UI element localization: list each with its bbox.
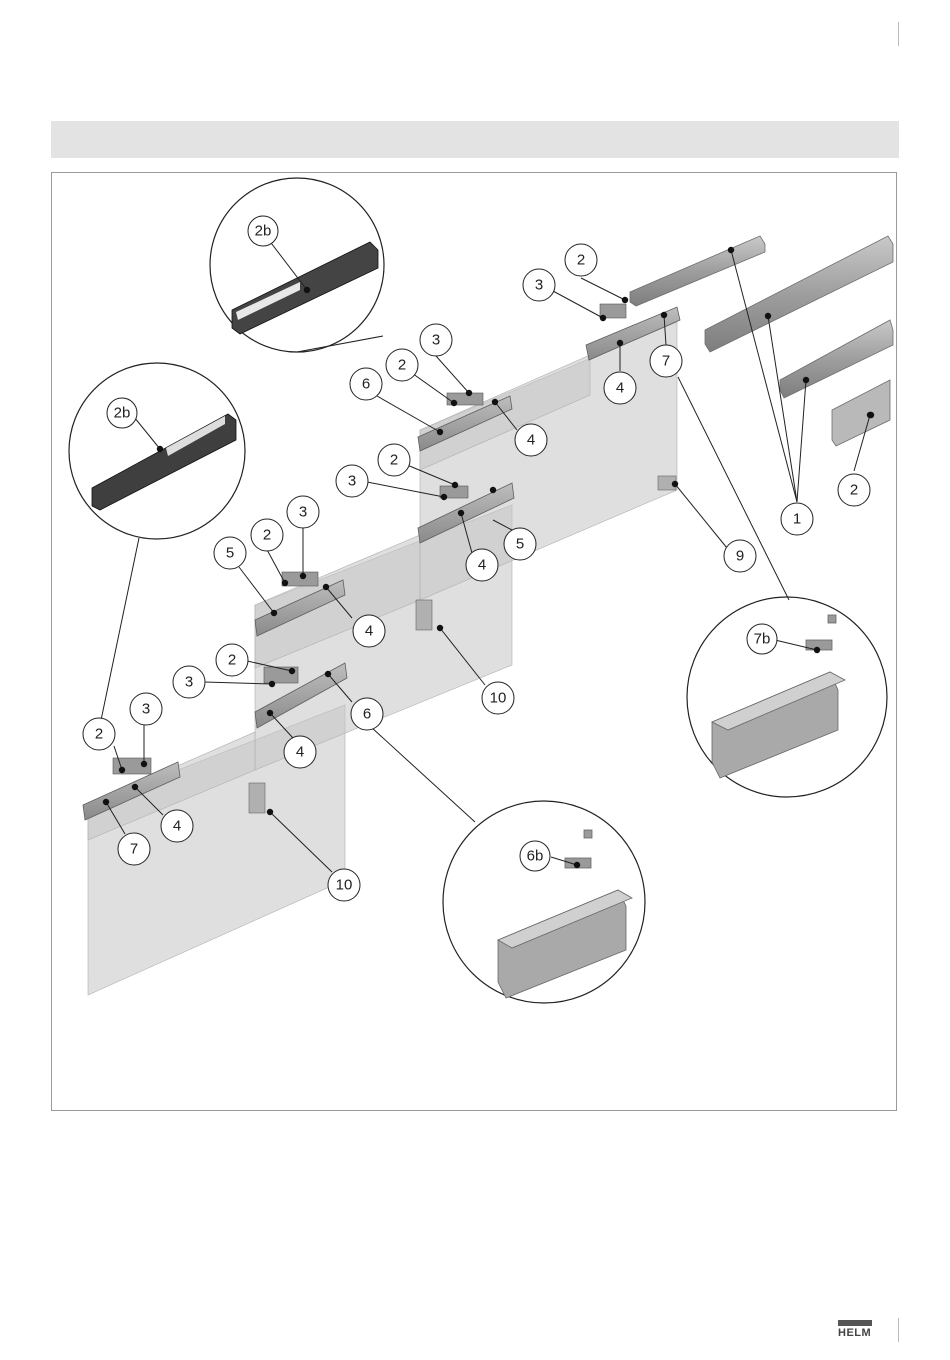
footer-divider bbox=[898, 1318, 899, 1342]
svg-text:2: 2 bbox=[390, 452, 398, 469]
floor-guide-10a bbox=[416, 600, 432, 630]
callout-2-rail: 2 bbox=[838, 474, 870, 506]
logo-text: HELM bbox=[838, 1327, 871, 1339]
svg-text:2: 2 bbox=[263, 527, 271, 544]
callout-3-d4: 3 bbox=[173, 666, 205, 698]
cover-profile bbox=[832, 380, 890, 446]
callout-2-top: 2 bbox=[565, 244, 597, 276]
callout-5-b: 5 bbox=[214, 537, 246, 569]
callout-7-a: 7 bbox=[650, 345, 682, 377]
svg-text:7: 7 bbox=[662, 353, 670, 370]
svg-text:3: 3 bbox=[348, 473, 356, 490]
callout-3-d5: 3 bbox=[130, 693, 162, 725]
svg-text:6: 6 bbox=[362, 376, 370, 393]
callout-2-d5: 2 bbox=[83, 718, 115, 750]
svg-text:9: 9 bbox=[736, 548, 744, 565]
callout-10-a: 10 bbox=[482, 682, 514, 714]
callout-4-d3: 4 bbox=[353, 615, 385, 647]
callout-4-d2: 4 bbox=[466, 549, 498, 581]
svg-text:2: 2 bbox=[577, 252, 585, 269]
svg-text:6: 6 bbox=[363, 706, 371, 723]
callout-2-d3: 2 bbox=[251, 519, 283, 551]
callout-2-d2: 2 bbox=[378, 444, 410, 476]
callout-6b: 6b bbox=[520, 841, 550, 871]
svg-text:2: 2 bbox=[398, 357, 406, 374]
svg-text:2: 2 bbox=[95, 726, 103, 743]
svg-text:3: 3 bbox=[299, 504, 307, 521]
callout-3-d2: 3 bbox=[336, 465, 368, 497]
callout-4-top: 4 bbox=[604, 372, 636, 404]
callout-7b: 7b bbox=[747, 624, 777, 654]
callout-6-a: 6 bbox=[350, 368, 382, 400]
floor-guide-10b bbox=[249, 783, 265, 813]
svg-text:4: 4 bbox=[365, 623, 373, 640]
rail-1 bbox=[630, 236, 765, 306]
svg-text:2b: 2b bbox=[255, 223, 272, 240]
svg-text:4: 4 bbox=[296, 744, 304, 761]
svg-text:2: 2 bbox=[850, 482, 858, 499]
callout-2b-top: 2b bbox=[248, 216, 278, 246]
callout-2b-left: 2b bbox=[107, 398, 137, 428]
callout-4-d5: 4 bbox=[161, 810, 193, 842]
svg-text:5: 5 bbox=[226, 545, 234, 562]
svg-text:5: 5 bbox=[516, 536, 524, 553]
svg-text:2b: 2b bbox=[114, 405, 131, 422]
svg-text:3: 3 bbox=[432, 332, 440, 349]
svg-text:3: 3 bbox=[142, 701, 150, 718]
svg-text:4: 4 bbox=[527, 432, 535, 449]
svg-text:3: 3 bbox=[535, 277, 543, 294]
svg-text:10: 10 bbox=[490, 690, 507, 707]
svg-text:7: 7 bbox=[130, 841, 138, 858]
detail-circle-2b-left bbox=[69, 363, 245, 539]
callout-10-b: 10 bbox=[328, 869, 360, 901]
svg-text:3: 3 bbox=[185, 674, 193, 691]
svg-text:4: 4 bbox=[173, 818, 181, 835]
callout-2-d4: 2 bbox=[216, 644, 248, 676]
svg-text:2: 2 bbox=[228, 652, 236, 669]
brand-logo: HELM bbox=[838, 1320, 878, 1342]
svg-text:6b: 6b bbox=[527, 848, 544, 865]
callout-2-d1: 2 bbox=[386, 349, 418, 381]
svg-text:7b: 7b bbox=[754, 631, 771, 648]
callout-7-b: 7 bbox=[118, 833, 150, 865]
svg-text:4: 4 bbox=[616, 380, 624, 397]
callout-4-d4: 4 bbox=[284, 736, 316, 768]
callout-9: 9 bbox=[724, 540, 756, 572]
callout-5-a: 5 bbox=[504, 528, 536, 560]
rail-3 bbox=[780, 320, 893, 398]
callout-4-d1: 4 bbox=[515, 424, 547, 456]
glass-panel-3 bbox=[420, 322, 677, 600]
svg-text:1: 1 bbox=[793, 511, 801, 528]
callout-1: 1 bbox=[781, 503, 813, 535]
callout-3-top: 3 bbox=[523, 269, 555, 301]
logo-bar bbox=[838, 1320, 872, 1326]
callout-3-d1: 3 bbox=[420, 324, 452, 356]
callout-3-d3: 3 bbox=[287, 496, 319, 528]
svg-text:4: 4 bbox=[478, 557, 486, 574]
callout-6-b: 6 bbox=[351, 698, 383, 730]
svg-text:10: 10 bbox=[336, 877, 353, 894]
